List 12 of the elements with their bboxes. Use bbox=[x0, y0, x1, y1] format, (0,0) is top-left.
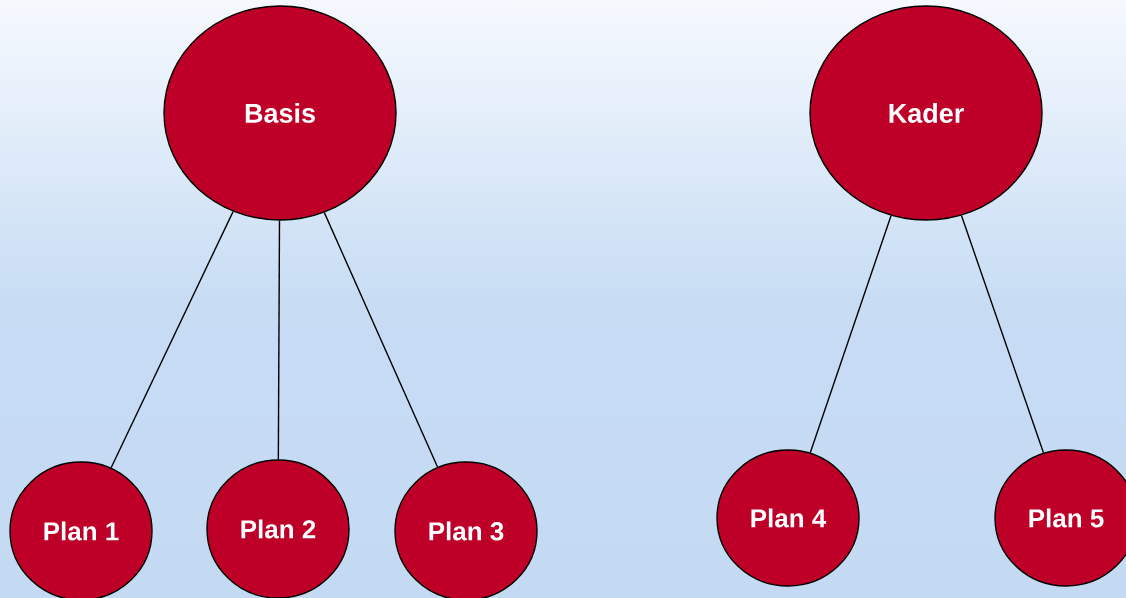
circle-node: Basis bbox=[163, 5, 397, 221]
connector-line bbox=[110, 210, 234, 469]
circle-node: Plan 5 bbox=[994, 449, 1126, 587]
circle-node: Kader bbox=[809, 5, 1043, 221]
connector-line bbox=[960, 214, 1045, 454]
circle-node: Plan 4 bbox=[716, 449, 860, 587]
connector-line bbox=[809, 215, 892, 454]
circle-node: Plan 2 bbox=[206, 459, 350, 598]
connector-line bbox=[323, 211, 439, 468]
connector-line bbox=[277, 220, 281, 460]
circle-node: Plan 3 bbox=[394, 461, 538, 598]
circle-node: Plan 1 bbox=[9, 461, 153, 598]
